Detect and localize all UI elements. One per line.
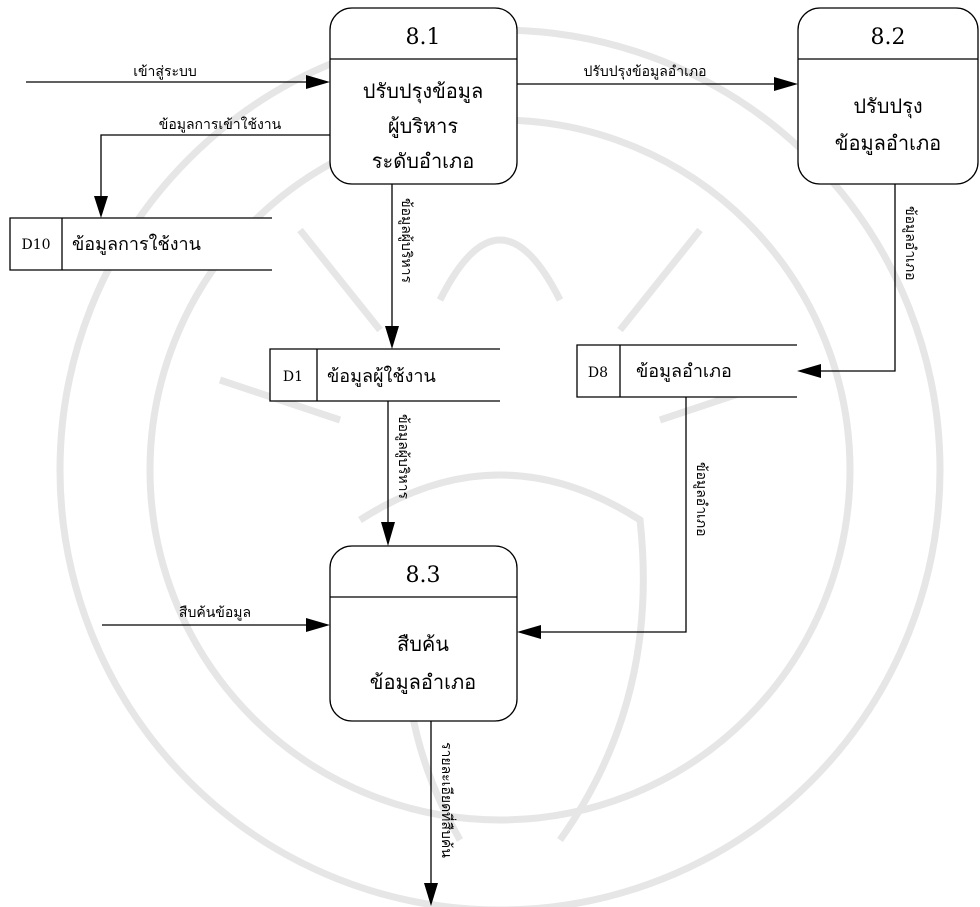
flow-exec-info-from-d1-label: ข้อมูลผู้บริหาร — [395, 414, 411, 499]
flow-usage-info-label: ข้อมูลการเข้าใช้งาน — [159, 116, 282, 133]
flow-district-info-from-d8: ข้อมูลอำเภอ — [517, 397, 709, 639]
datastore-d1[interactable]: D1 ข้อมูลผู้ใช้งาน — [269, 348, 500, 402]
flow-usage-info: ข้อมูลการเข้าใช้งาน — [94, 116, 330, 218]
flow-update-district-label: ปรับปรุงข้อมูลอำเภอ — [583, 64, 706, 80]
flow-search-input: สืบค้นข้อมูล — [102, 605, 330, 632]
flow-exec-info-to-d1: ข้อมูลผู้บริหาร — [385, 184, 414, 349]
datastore-d1-name: ข้อมูลผู้ใช้งาน — [327, 365, 436, 387]
process-8-2-line2: ข้อมูลอำเภอ — [835, 131, 941, 156]
flow-district-info-to-d8: ข้อมูลอำเภอ — [797, 184, 918, 378]
flow-search-input-label: สืบค้นข้อมูล — [179, 605, 251, 621]
datastore-d8-name: ข้อมูลอำเภอ — [636, 361, 732, 382]
process-8-1-line3: ระดับอำเภอ — [372, 149, 474, 173]
flow-login-label: เข้าสู่ระบบ — [133, 64, 197, 80]
process-8-3[interactable]: 8.3 สืบค้น ข้อมูลอำเภอ — [329, 545, 518, 722]
process-8-2-number: 8.2 — [871, 25, 906, 50]
flow-search-result: รายละเอียดที่สืบค้น — [424, 721, 456, 906]
process-8-1[interactable]: 8.1 ปรับปรุงข้อมูล ผู้บริหาร ระดับอำเภอ — [329, 7, 518, 185]
process-8-2-line1: ปรับปรุง — [853, 94, 922, 119]
flow-exec-info-to-d1-label: ข้อมูลผู้บริหาร — [398, 198, 414, 283]
process-8-2[interactable]: 8.2 ปรับปรุง ข้อมูลอำเภอ — [797, 7, 979, 185]
datastore-d10[interactable]: D10 ข้อมูลการใช้งาน — [9, 217, 272, 271]
flow-district-info-to-d8-label: ข้อมูลอำเภอ — [902, 206, 918, 280]
process-8-3-number: 8.3 — [406, 563, 441, 588]
datastore-d10-id: D10 — [21, 237, 50, 253]
flow-login: เข้าสู่ระบบ — [26, 64, 330, 89]
process-8-3-line1: สืบค้น — [397, 632, 449, 656]
flow-district-info-from-d8-label: ข้อมูลอำเภอ — [693, 462, 709, 536]
datastore-d8-id: D8 — [588, 365, 608, 381]
flow-exec-info-from-d1: ข้อมูลผู้บริหาร — [381, 401, 411, 546]
datastore-d8[interactable]: D8 ข้อมูลอำเภอ — [576, 344, 797, 398]
flow-search-result-label: รายละเอียดที่สืบค้น — [438, 742, 456, 858]
datastore-d1-id: D1 — [283, 369, 303, 385]
process-8-1-number: 8.1 — [406, 25, 441, 50]
process-8-3-line2: ข้อมูลอำเภอ — [370, 670, 476, 695]
datastore-d10-name: ข้อมูลการใช้งาน — [72, 233, 201, 255]
flow-update-district: ปรับปรุงข้อมูลอำเภอ — [517, 64, 798, 91]
process-8-1-line1: ปรับปรุงข้อมูล — [363, 79, 483, 104]
process-8-1-line2: ผู้บริหาร — [388, 114, 459, 139]
